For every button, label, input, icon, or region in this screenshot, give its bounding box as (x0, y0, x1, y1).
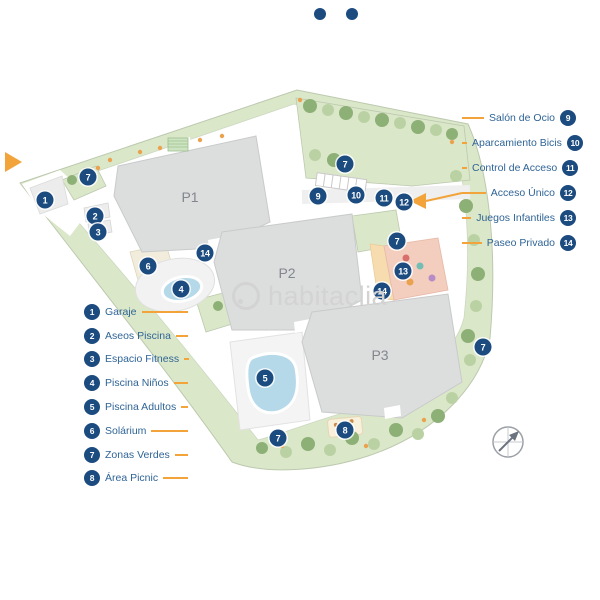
legend-item-aseos-piscina: 2 Aseos Piscina (84, 324, 188, 348)
legend-label: Salón de Ocio (489, 111, 555, 124)
legend-badge: 7 (84, 446, 100, 463)
marker-14-paseo-privado-a: 14 (196, 244, 214, 262)
marker-3-espacio-fitness: 3 (89, 223, 107, 241)
legend-item-piscina-adultos: 5 Piscina Adultos (84, 395, 188, 419)
marker-6-solarium: 6 (139, 257, 157, 275)
legend-connector-line (181, 406, 188, 409)
legend-label: Garaje (105, 305, 137, 318)
marker-8-area-picnic: 8 (336, 421, 354, 439)
legend-label: Espacio Fitness (105, 353, 180, 366)
legend-label: Paseo Privado (486, 236, 555, 249)
legend-connector-line (462, 166, 467, 169)
marker-7-zonas-verdes-a: 7 (79, 168, 97, 186)
legend-label: Piscina Adultos (105, 401, 177, 414)
marker-11-control-de-acceso: 11 (375, 189, 393, 207)
legend-connector-line (174, 453, 188, 456)
legend-label: Área Picnic (105, 472, 159, 485)
legend-item-garaje: 1 Garaje (84, 300, 188, 324)
legend-badge: 11 (562, 159, 579, 176)
watermark-logo-icon (232, 282, 260, 310)
legend-item-zonas-verdes: 7 Zonas Verdes (84, 443, 188, 467)
legend-badge: 6 (84, 422, 100, 439)
legend-item-espacio-fitness: 3 Espacio Fitness (84, 348, 190, 372)
marker-7-zonas-verdes-c: 7 (388, 232, 406, 250)
watermark-text: habitaclia (268, 280, 388, 311)
marker-12-acceso-unico: 12 (395, 193, 413, 211)
garden-plot-icon (167, 137, 189, 152)
compass-icon (492, 426, 524, 458)
legend-item-area-picnic: 8 Área Picnic (84, 467, 188, 491)
legend-right: Salón de Ocio 9 Aparcamiento Bicis 10 Co… (462, 105, 583, 255)
legend-badge: 2 (84, 327, 100, 344)
stray-marker-dot (314, 8, 326, 20)
legend-connector-line (151, 429, 188, 432)
legend-badge: 3 (84, 351, 100, 368)
legend-badge: 14 (560, 234, 576, 251)
legend-item-aparcamiento-bicis: Aparcamiento Bicis 10 (462, 130, 583, 155)
marker-7-zonas-verdes-d: 7 (474, 338, 492, 356)
legend-badge: 13 (560, 209, 576, 226)
marker-1-garaje: 1 (36, 191, 54, 209)
legend-connector-line (462, 241, 482, 244)
building-p2-label: P2 (278, 265, 295, 281)
legend-badge: 5 (84, 399, 100, 416)
marker-5-piscina-adultos: 5 (256, 369, 274, 387)
legend-item-piscina-ninos: 4 Piscina Niños (84, 371, 188, 395)
legend-badge: 4 (84, 375, 100, 392)
acceso-unico-connector (425, 192, 463, 202)
legend-label: Zonas Verdes (105, 448, 170, 461)
marker-14-paseo-privado-b: 14 (373, 282, 391, 300)
legend-label: Aseos Piscina (105, 329, 171, 342)
legend-item-solarium: 6 Solárium (84, 419, 188, 443)
legend-label: Aparcamiento Bicis (472, 136, 562, 149)
legend-connector-line (141, 310, 188, 313)
legend-connector-line (163, 477, 188, 480)
legend-badge: 8 (84, 470, 100, 487)
legend-label: Juegos Infantiles (476, 211, 555, 224)
legend-left: 1 Garaje 2 Aseos Piscina 3 Espacio Fitne… (84, 300, 190, 491)
playground-equipment-icons (402, 254, 436, 286)
building-p1-label: P1 (181, 189, 198, 205)
legend-item-paseo-privado: Paseo Privado 14 (462, 230, 576, 255)
playground-area (383, 237, 449, 301)
legend-label: Control de Acceso (472, 161, 558, 174)
legend-label: Solárium (105, 424, 147, 437)
marker-2-aseos-piscina: 2 (86, 207, 104, 225)
marker-4-piscina-ninos: 4 (172, 280, 190, 298)
marker-7-zonas-verdes-b: 7 (336, 155, 354, 173)
legend-badge: 10 (566, 134, 583, 151)
legend-badge: 12 (560, 184, 576, 201)
legend-connector-line (184, 358, 190, 361)
stray-marker-dot (346, 8, 358, 20)
building-p3-label: P3 (371, 347, 388, 363)
entrance-arrow-right-icon (410, 193, 426, 209)
legend-connector-line (462, 141, 467, 144)
legend-item-acceso-unico: Acceso Único 12 (462, 180, 576, 205)
legend-connector-line (173, 382, 188, 385)
legend-badge: 9 (560, 109, 576, 126)
adult-pool (245, 351, 299, 415)
legend-label: Piscina Niños (105, 377, 169, 390)
legend-label: Acceso Único (490, 186, 555, 199)
legend-connector-line (462, 191, 486, 194)
legend-item-salon-de-ocio: Salón de Ocio 9 (462, 105, 576, 130)
legend-connector-line (462, 216, 472, 219)
legend-item-juegos-infantiles: Juegos Infantiles 13 (462, 205, 576, 230)
watermark: habitaclia (232, 278, 387, 314)
marker-9-salon-de-ocio: 9 (309, 187, 327, 205)
legend-connector-line (175, 334, 188, 337)
legend-badge: 1 (84, 303, 100, 320)
marker-13-juegos-infantiles: 13 (394, 262, 412, 280)
marker-7-zonas-verdes-e: 7 (269, 429, 287, 447)
marker-10-aparcamiento-bicis: 10 (347, 186, 365, 204)
entrance-arrow-left-icon (5, 152, 22, 172)
legend-connector-line (462, 116, 485, 119)
legend-item-control-de-acceso: Control de Acceso 11 (462, 155, 579, 180)
